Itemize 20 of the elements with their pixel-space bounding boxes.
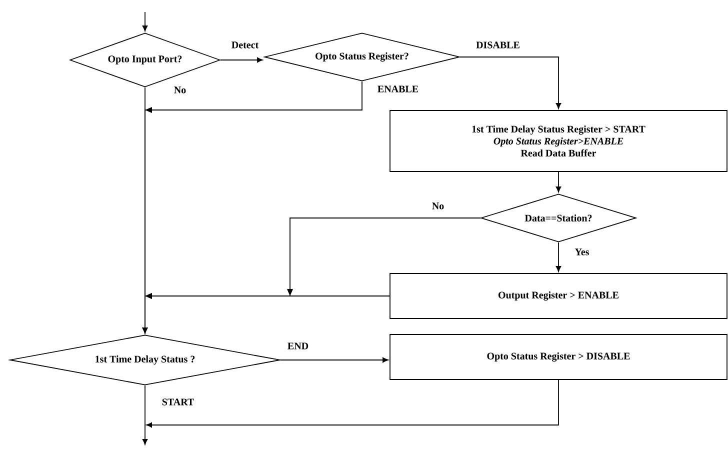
arrow: [280, 357, 388, 363]
edge-label: START: [160, 398, 196, 406]
edge-label: END: [286, 342, 310, 350]
arrow: [556, 172, 562, 192]
process-box: Output Register > ENABLE: [390, 273, 728, 319]
arrow: [556, 242, 562, 272]
arrow: [142, 293, 390, 334]
arrow: [146, 380, 559, 428]
edge-label: Detect: [230, 40, 260, 50]
arrow: [460, 56, 562, 109]
process-box: 1st Time Delay Status Register > START Opto Status Register>ENABLE Read Data Buffer: [390, 110, 728, 172]
arrow: [142, 385, 148, 445]
arrow: [142, 12, 148, 32]
arrow: [220, 57, 263, 63]
edge-label: DISABLE: [475, 40, 521, 50]
edge-label: No: [430, 202, 446, 210]
edge-label: ENABLE: [376, 84, 420, 94]
edge-label: No: [172, 86, 188, 94]
process-box: Opto Status Register > DISABLE: [390, 334, 728, 380]
edge-label: Yes: [574, 248, 590, 256]
